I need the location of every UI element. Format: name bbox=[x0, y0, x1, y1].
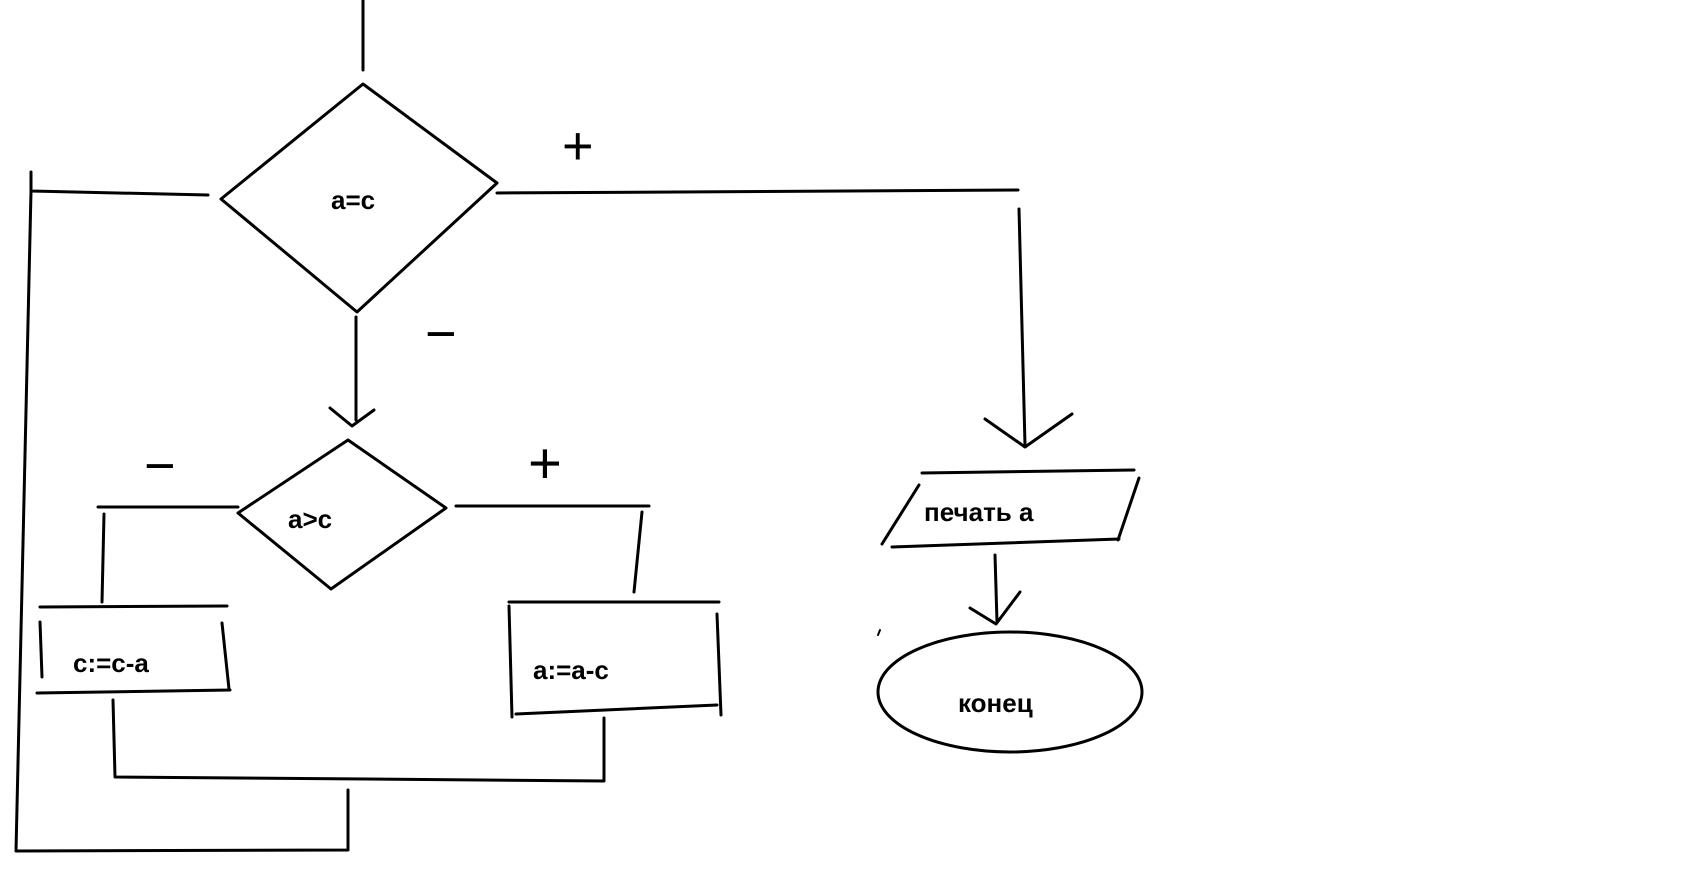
decision-a-equals-c: a=c bbox=[219, 82, 499, 314]
process-c-minus-a-box bbox=[35, 604, 232, 695]
output-print-a-shape bbox=[880, 468, 1141, 549]
output-to-end-connector bbox=[993, 553, 999, 624]
output-print-a: печать а bbox=[880, 468, 1141, 549]
terminal-end-label: конец bbox=[958, 688, 1033, 718]
merge-connector bbox=[111, 698, 606, 783]
process-a-minus-c: a:=a-c bbox=[507, 600, 723, 719]
process-a-minus-c-label: a:=a-c bbox=[533, 655, 609, 685]
terminal-end-shape bbox=[876, 630, 1144, 754]
stray-mark bbox=[877, 629, 881, 636]
equal-yes-connector bbox=[495, 188, 1020, 195]
decision-a-greater-c-label: a>c bbox=[288, 504, 332, 534]
equal-no-mark: − bbox=[425, 304, 457, 364]
terminal-end: конец bbox=[876, 630, 1144, 754]
output-to-end-arrowhead bbox=[968, 590, 1022, 626]
equal-yes-down-connector bbox=[1017, 207, 1027, 447]
greater-yes-connector bbox=[454, 504, 651, 594]
decision-a-equals-c-label: a=c bbox=[331, 185, 375, 215]
loop-left-vertical bbox=[14, 189, 350, 853]
greater-yes-mark: + bbox=[528, 431, 562, 496]
equal-no-arrowhead bbox=[328, 406, 376, 428]
greater-no-mark: − bbox=[144, 436, 176, 496]
decision-a-greater-c-diamond bbox=[236, 438, 448, 591]
decision-a-equals-c-diamond bbox=[219, 82, 499, 314]
equal-yes-arrowhead bbox=[983, 412, 1074, 449]
equal-yes-mark: + bbox=[562, 116, 594, 176]
process-c-minus-a-label: c:=c-a bbox=[73, 648, 149, 678]
output-print-a-label: печать а bbox=[924, 497, 1034, 527]
decision-a-greater-c: a>c bbox=[236, 438, 448, 591]
process-a-minus-c-box bbox=[507, 600, 723, 719]
greater-no-connector bbox=[96, 505, 240, 604]
process-c-minus-a: c:=c-a bbox=[35, 604, 232, 695]
loop-back-connector bbox=[29, 170, 210, 197]
